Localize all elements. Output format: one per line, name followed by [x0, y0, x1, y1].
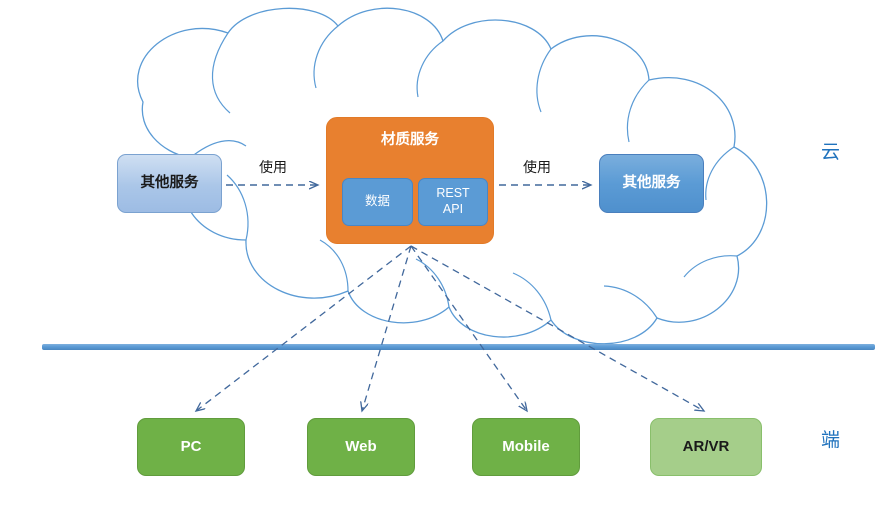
node-core-component-rest-api[interactable]: REST API — [418, 178, 488, 226]
zone-label-cloud: 云 — [821, 142, 841, 163]
edge-label-core-to-right: 使用 — [523, 159, 551, 175]
node-service-right[interactable]: 其他服务 — [599, 154, 704, 213]
node-core-component-rest-api-line2: API — [442, 202, 464, 216]
node-client-web-label: Web — [345, 438, 377, 456]
node-core-service[interactable]: 材质服务 数据 REST API — [326, 117, 494, 244]
zone-label-device: 端 — [821, 430, 841, 451]
node-core-title: 材质服务 — [381, 132, 439, 148]
edge-core-to-mobile — [410, 245, 527, 411]
node-client-pc-label: PC — [180, 438, 202, 456]
node-client-arvr-label: AR/VR — [682, 438, 730, 456]
node-client-mobile[interactable]: Mobile — [472, 418, 580, 476]
node-core-component-data[interactable]: 数据 — [342, 178, 413, 226]
edge-core-to-pc — [196, 245, 412, 411]
edge-core-to-web — [362, 245, 412, 411]
node-client-web[interactable]: Web — [307, 418, 415, 476]
edges-core-to-clients — [196, 245, 704, 411]
cloud-device-divider — [42, 344, 875, 350]
node-service-left-label: 其他服务 — [140, 175, 199, 192]
node-client-mobile-label: Mobile — [502, 438, 550, 456]
node-client-arvr[interactable]: AR/VR — [650, 418, 762, 476]
node-service-left[interactable]: 其他服务 — [117, 154, 222, 213]
edge-label-left-to-core: 使用 — [259, 159, 287, 175]
edge-core-to-arvr — [410, 245, 704, 411]
node-core-component-data-label: 数据 — [364, 194, 390, 209]
node-service-right-label: 其他服务 — [622, 175, 681, 192]
node-client-pc[interactable]: PC — [137, 418, 245, 476]
node-core-component-rest-api-line1: REST — [436, 186, 470, 201]
